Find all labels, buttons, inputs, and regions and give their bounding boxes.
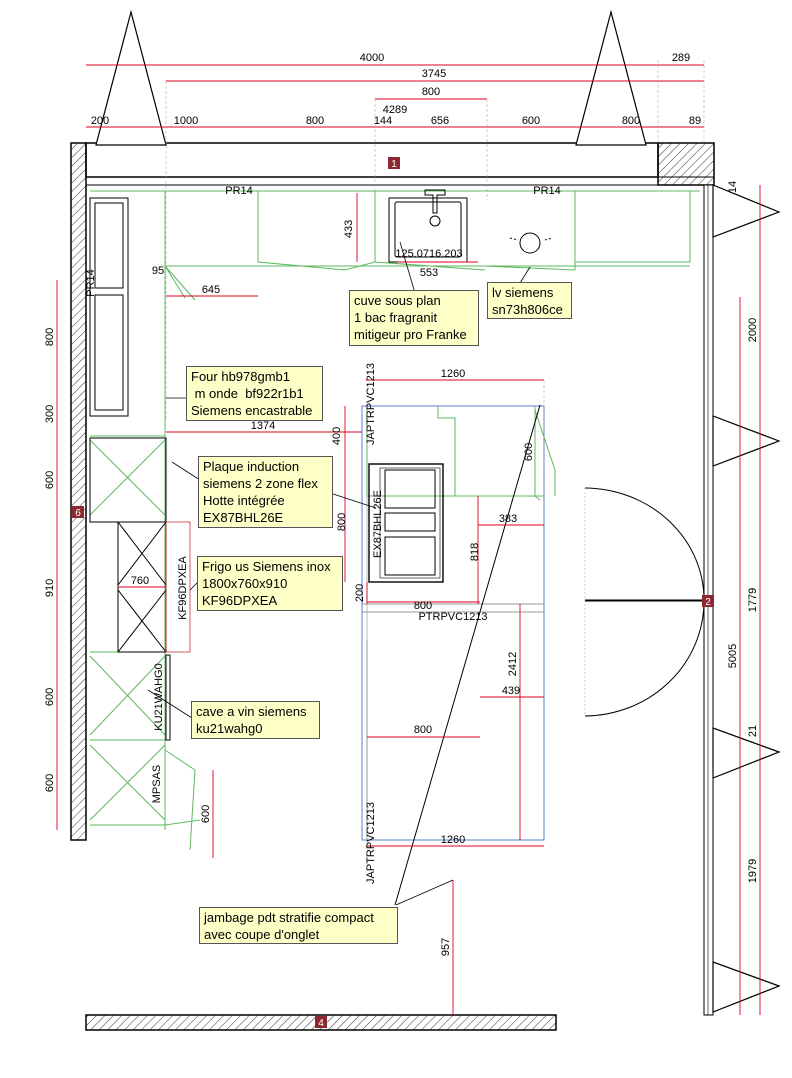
dim-chain-2: 800 xyxy=(306,115,324,127)
note-lv: lv siemens sn73h806ce xyxy=(487,282,572,319)
dim-island-818: 818 xyxy=(469,543,481,561)
dim-chain-5: 600 xyxy=(522,115,540,127)
label-pr14-right: PR14 xyxy=(533,185,561,197)
dim-chain-1: 1000 xyxy=(174,115,198,127)
extension-lines xyxy=(165,60,705,500)
note-plaque: Plaque induction siemens 2 zone flex Hot… xyxy=(198,456,333,528)
dimension-labels: 4000 289 3745 800 4289 200 1000 800 144 … xyxy=(44,52,759,956)
label-japtr-bottom: JAPTRPVC1213 xyxy=(365,802,377,884)
dim-island-1260-bottom: 1260 xyxy=(441,834,465,846)
dim-right-2000: 2000 xyxy=(747,318,759,342)
dim-island-439: 439 xyxy=(502,685,520,697)
door-swing-upper xyxy=(584,487,705,601)
island xyxy=(361,404,556,906)
dim-left-1: 300 xyxy=(44,405,56,423)
wall-marker-1: 1 xyxy=(391,159,397,170)
dim-right-1979: 1979 xyxy=(747,859,759,883)
note-four: Four hb978gmb1 m onde bf922r1b1 Siemens … xyxy=(186,366,323,421)
label-japtr-top: JAPTRPVC1213 xyxy=(365,363,377,445)
label-hob-ref: EX87BHL26E xyxy=(372,490,384,558)
dim-right-5005: 5005 xyxy=(727,644,739,668)
dim-top-right-extra: 289 xyxy=(672,52,690,64)
dim-island-383: 383 xyxy=(499,513,517,525)
dim-left-2: 600 xyxy=(44,471,56,489)
dim-chain-4: 656 xyxy=(431,115,449,127)
dim-645: 645 xyxy=(202,284,220,296)
dim-right-14: 14 xyxy=(727,181,739,193)
dim-wine-600: 600 xyxy=(200,805,212,823)
dim-island-800-low: 800 xyxy=(414,724,432,736)
top-wall xyxy=(85,142,659,178)
dim-95: 95 xyxy=(152,265,164,277)
label-fridge-ref: KF96DPXEA xyxy=(177,556,189,620)
island-outline xyxy=(361,405,545,841)
dim-left-5: 600 xyxy=(44,774,56,792)
left-wall xyxy=(70,142,87,841)
label-pr14-left: PR14 xyxy=(225,185,253,197)
note-jambage: jambage pdt stratifie compact avec coupe… xyxy=(199,907,398,944)
dim-top-800: 800 xyxy=(422,86,440,98)
dim-island-600: 600 xyxy=(523,443,535,461)
note-cuve: cuve sous plan 1 bac fragranit mitigeur … xyxy=(349,290,479,346)
dim-right-1779: 1779 xyxy=(747,588,759,612)
dim-left-4: 600 xyxy=(44,688,56,706)
note-cave: cave a vin siemens ku21wahg0 xyxy=(191,701,320,739)
dim-top-overall: 4000 xyxy=(360,52,384,64)
dim-sink-433: 433 xyxy=(343,220,355,238)
dimension-lines xyxy=(56,64,761,1015)
dim-island-1260-top: 1260 xyxy=(441,368,465,380)
dim-top-4289: 4289 xyxy=(383,104,407,116)
tall-units xyxy=(89,197,191,741)
walls xyxy=(70,142,715,1031)
dim-sink-553: 553 xyxy=(420,267,438,279)
dim-chain-0: 200 xyxy=(91,115,109,127)
dim-chain-3: 144 xyxy=(374,115,392,127)
dim-right-21: 21 xyxy=(747,725,759,737)
component-labels: PR14 PR14 PR14 125.0716.203 EX87BHL26E K… xyxy=(85,185,561,884)
wall-marker-2: 2 xyxy=(705,597,711,608)
dim-left-3: 910 xyxy=(44,579,56,597)
wall-markers: 1 2 4 6 xyxy=(72,157,714,1029)
dim-island-1374: 1374 xyxy=(251,420,275,432)
dim-top-interior: 3745 xyxy=(422,68,446,80)
dim-island-800-v: 800 xyxy=(336,513,348,531)
dim-island-800-h: 800 xyxy=(414,600,432,612)
dim-chain-6: 800 xyxy=(622,115,640,127)
induction-hob xyxy=(368,463,444,583)
note-frigo: Frigo us Siemens inox 1800x760x910 KF96D… xyxy=(197,556,343,611)
wall-marker-6: 6 xyxy=(75,508,81,519)
label-mpsas: MPSAS xyxy=(151,765,163,804)
dishwasher-symbol xyxy=(519,232,541,254)
top-wall-right-hatch xyxy=(657,142,715,186)
leader-lines xyxy=(147,241,531,906)
dim-left-0: 800 xyxy=(44,328,56,346)
label-pr14-vertical: PR14 xyxy=(85,269,97,297)
dim-island-200: 200 xyxy=(354,584,366,602)
door-swing-lower xyxy=(584,600,705,717)
dim-bottom-957: 957 xyxy=(440,938,452,956)
cabinets xyxy=(89,190,700,851)
dim-island-760: 760 xyxy=(131,575,149,587)
label-ptrpvc: PTRPVC1213 xyxy=(418,611,487,623)
label-sink-ref: 125.0716.203 xyxy=(395,248,462,260)
wall-marker-4: 4 xyxy=(318,1018,324,1029)
dim-island-400: 400 xyxy=(331,427,343,445)
dim-chain-7: 89 xyxy=(689,115,701,127)
window-markers xyxy=(95,9,781,1013)
dim-island-2412: 2412 xyxy=(507,652,519,676)
